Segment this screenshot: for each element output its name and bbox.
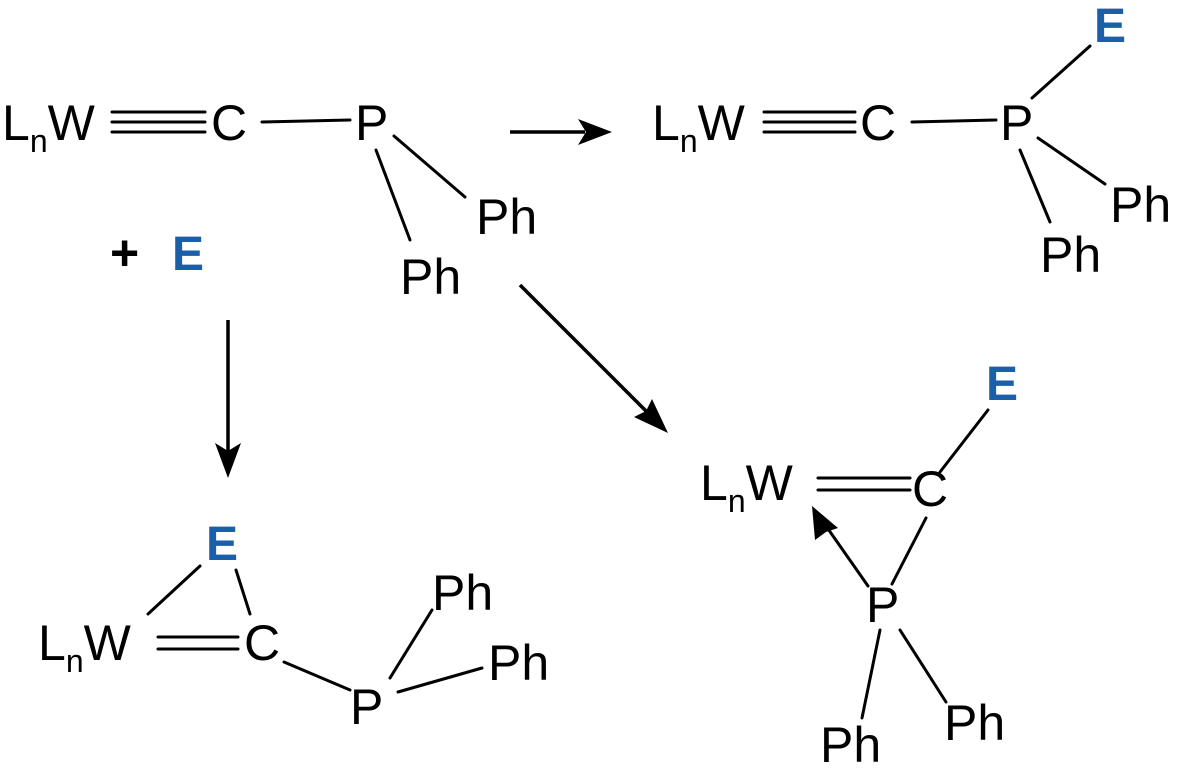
metallacycle-metal-fragment: LnW	[38, 615, 132, 679]
metallacycle-ligand-label: L	[38, 615, 66, 671]
p-adduct-ligand-subscript: n	[680, 123, 698, 159]
p-adduct-phosphorus-label: P	[1000, 95, 1033, 151]
arrow-to-p-adduct-head	[578, 119, 612, 145]
reagent: + E	[110, 225, 204, 281]
metallacycle-electrophile-label: E	[206, 518, 238, 571]
carbene-dative-arrow-shaft	[824, 524, 870, 588]
metallacycle-phosphorus-label: P	[350, 679, 383, 735]
p-adduct-metal-label: W	[698, 95, 746, 151]
carbene-electrophile-label: E	[986, 358, 1018, 411]
carbene-metal-label: W	[746, 455, 794, 511]
arrow-to-metallacycle-head	[215, 443, 241, 478]
carbene-phosphorus-label: P	[866, 577, 899, 633]
metallacycle-carbon-label: C	[244, 615, 280, 671]
metallacycle-e-c-bond	[234, 568, 252, 616]
metallacycle-c-p-bond	[282, 660, 352, 692]
p-adduct-p-ph2-bond	[1018, 148, 1052, 224]
p-adduct-p-ph1-bond	[1036, 136, 1107, 186]
carbene-carbon-label: C	[912, 461, 948, 517]
metallacycle-metal-label: W	[84, 615, 132, 671]
p-adduct-metal-fragment: LnW	[652, 95, 746, 159]
metallacycle-ph1-label: Ph	[432, 565, 493, 621]
carbene-metal-fragment: LnW	[700, 455, 794, 519]
carbene-ph2-label: Ph	[944, 695, 1005, 751]
p-adduct-electrophile-label: E	[1094, 0, 1126, 53]
product-metallacycle: E LnW C P Ph Ph	[38, 518, 549, 735]
p-adduct-ph1-label: Ph	[1110, 177, 1171, 233]
reactant-molecule: LnW C P Ph Ph	[2, 95, 537, 305]
reactant-ligand-subscript: n	[30, 123, 48, 159]
product-p-adduct: LnW C P E Ph Ph	[652, 0, 1171, 283]
carbene-dative-arrow	[812, 506, 870, 588]
metallacycle-ph2-label: Ph	[488, 635, 549, 691]
carbene-c-e-bond	[938, 408, 990, 474]
carbene-p-ph1-bond	[860, 628, 882, 720]
reactant-ph1-label: Ph	[476, 189, 537, 245]
arrow-to-p-adduct	[510, 119, 612, 145]
arrow-to-carbene-phosphine	[518, 283, 668, 433]
arrow-to-metallacycle	[215, 320, 241, 478]
reagent-plus-sign: +	[110, 225, 139, 281]
carbene-p-ph2-bond	[898, 628, 948, 704]
metallacycle-ligand-subscript: n	[66, 643, 84, 679]
arrow-to-carbene-phosphine-shaft	[518, 283, 650, 415]
p-adduct-c-p-bond	[910, 118, 998, 124]
metallacycle-p-ph2-bond	[396, 666, 484, 694]
p-adduct-carbon-label: C	[860, 95, 896, 151]
p-adduct-ligand-label: L	[652, 95, 680, 151]
reactant-phosphorus-label: P	[355, 95, 388, 151]
carbene-c-p-bond	[890, 516, 928, 586]
carbene-ligand-subscript: n	[728, 483, 746, 519]
reactant-ph2-label: Ph	[400, 249, 461, 305]
reactant-metal-fragment: LnW	[2, 95, 96, 159]
reactant-metal-label: W	[48, 95, 96, 151]
reactant-ligand-label: L	[2, 95, 30, 151]
reagent-electrophile-label: E	[172, 228, 204, 281]
p-adduct-ph2-label: Ph	[1040, 227, 1101, 283]
carbene-ph1-label: Ph	[820, 717, 881, 773]
reactant-p-ph1-bond	[392, 134, 467, 199]
metallacycle-w-e-bond	[146, 564, 202, 616]
reactant-p-ph2-bond	[374, 148, 412, 242]
metallacycle-p-ph1-bond	[388, 608, 434, 680]
reactant-carbon-label: C	[211, 95, 247, 151]
arrow-to-carbene-phosphine-head	[634, 399, 668, 433]
reactant-c-p-bond	[260, 118, 352, 124]
carbene-dative-arrow-head	[812, 506, 838, 540]
p-adduct-p-e-bond	[1030, 44, 1092, 100]
product-carbene-phosphine: E LnW C P Ph Ph	[700, 358, 1018, 773]
carbene-ligand-label: L	[700, 455, 728, 511]
